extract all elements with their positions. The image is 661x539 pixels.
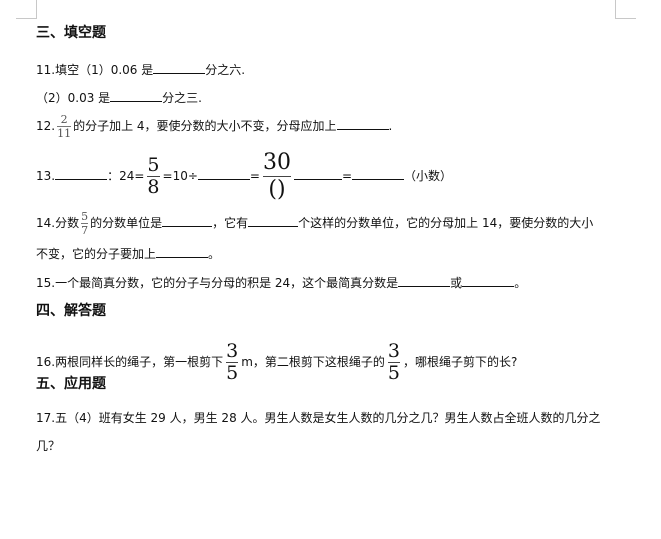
question-11-part-2: （2）0.03 是 分之三. (36, 89, 202, 106)
q17-a: 17.五（4）班有女生 29 人，男生 28 人。男生人数是女生人数的几分之几？… (36, 411, 601, 425)
answer-blank[interactable] (293, 167, 342, 180)
q14-e: 不变，它的分子要加上 (36, 247, 157, 261)
fraction-numerator: 30 (262, 150, 291, 175)
answer-blank[interactable] (153, 61, 206, 74)
fraction-numerator: 2 (60, 113, 68, 126)
answer-blank[interactable] (398, 274, 451, 287)
answer-blank[interactable] (156, 245, 209, 258)
answer-blank[interactable] (55, 167, 108, 180)
fraction-numerator: 3 (387, 340, 400, 362)
q11-b-end: 分之三. (162, 91, 202, 105)
q16-a: 16.两根同样长的绳子，第一根剪下 (36, 355, 224, 369)
q13-t4: = (341, 169, 353, 183)
fraction-bar (262, 176, 291, 177)
fraction-bar (57, 126, 72, 127)
q14-c: ，它有 (212, 216, 249, 230)
q12-text: 的分子加上 4，要使分数的大小不变，分母应加上 (73, 119, 337, 133)
fraction-numerator: 3 (226, 340, 239, 362)
q16-c: ，哪根绳子剪下的长? (402, 355, 518, 369)
q11-a-text: 11.填空（1）0.06 是 (36, 63, 154, 77)
page-corner-mark-left (16, 0, 37, 19)
fraction-denominator: 7 (81, 224, 89, 237)
q14-d: 个这样的分数单位，它的分母加上 14，要使分数的大小 (298, 216, 594, 230)
question-17-line-2: 几？ (36, 438, 60, 454)
fraction-bar (387, 362, 400, 363)
q14-b: 的分数单位是 (90, 216, 163, 230)
answer-blank[interactable] (462, 274, 515, 287)
fraction-denominator: 8 (147, 176, 160, 198)
q11-b-text: （2）0.03 是 (36, 91, 111, 105)
question-17-line-1: 17.五（4）班有女生 29 人，男生 28 人。男生人数是女生人数的几分之几？… (36, 410, 601, 426)
section-heading-solve: 四、解答题 (36, 303, 106, 319)
q16-b: m，第二根剪下这根绳子的 (241, 355, 385, 369)
fraction-numerator: 5 (147, 154, 160, 176)
answer-blank[interactable] (248, 214, 299, 227)
q13-t2: =10÷ (162, 169, 198, 183)
q15-b: 或 (450, 276, 463, 290)
answer-blank[interactable] (197, 167, 250, 180)
answer-blank[interactable] (162, 214, 213, 227)
q13-t1: ：24= (107, 169, 145, 183)
q12-num: 12. (36, 119, 56, 133)
q15-a: 15.一个最简真分数，它的分子与分母的积是 24，这个最简真分数是 (36, 276, 399, 290)
fraction-denominator: 5 (226, 362, 239, 384)
q14-a: 14.分数 (36, 216, 80, 230)
q15-c: 。 (514, 276, 527, 290)
q13-num: 13. (36, 169, 56, 183)
fraction-denominator: 5 (387, 362, 400, 384)
section-heading-fill-blank: 三、填空题 (36, 25, 106, 41)
q14-f: 。 (208, 247, 221, 261)
fraction-bar (226, 362, 239, 363)
fraction-bar (147, 176, 160, 177)
answer-blank[interactable] (336, 117, 389, 130)
page-corner-mark-right (615, 0, 636, 19)
fraction-denominator: 11 (57, 127, 72, 140)
question-14-line-2: 不变，它的分子要加上 。 (36, 245, 220, 262)
q13-t5: （小数） (404, 169, 453, 183)
q17-b: 几？ (36, 439, 61, 453)
answer-blank[interactable] (352, 167, 405, 180)
fraction-bar (81, 223, 89, 224)
q11-a-end: 分之六. (205, 63, 246, 77)
q13-t3: = (249, 169, 260, 183)
answer-blank[interactable] (110, 89, 163, 102)
question-15: 15.一个最简真分数，它的分子与分母的积是 24，这个最简真分数是 或 。 (36, 274, 526, 291)
fraction-denominator[interactable]: () (268, 177, 286, 202)
section-heading-application: 五、应用题 (36, 376, 106, 392)
fraction-30-blank: 30() (262, 150, 291, 202)
q12-end: . (388, 119, 393, 133)
question-11-part-1: 11.填空（1）0.06 是 分之六. (36, 61, 245, 78)
fraction-numerator: 5 (81, 210, 89, 223)
